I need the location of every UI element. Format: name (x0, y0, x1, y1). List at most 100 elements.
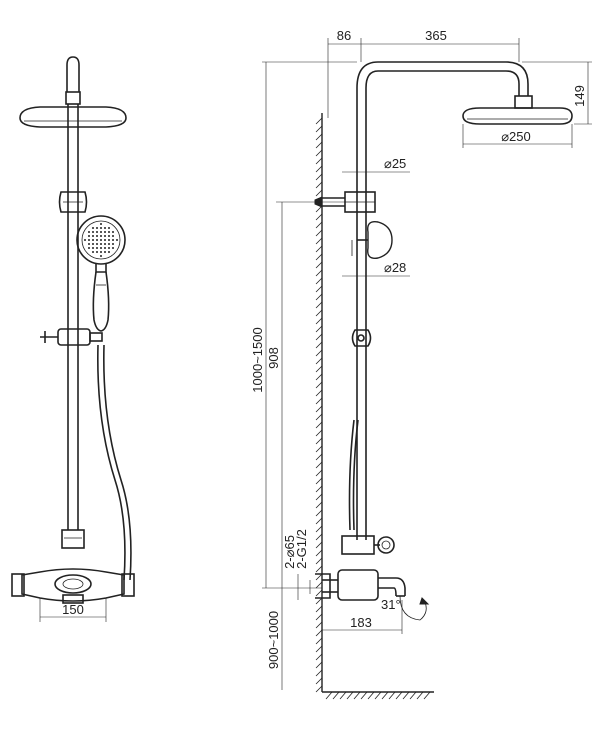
spray-dot (88, 239, 90, 241)
hatch-line (315, 301, 323, 309)
hatch-line (315, 157, 323, 165)
spray-dot (108, 231, 110, 233)
hatch-line (315, 317, 323, 325)
dim-angle-31: 31° (381, 597, 401, 612)
hatch-line (353, 691, 361, 700)
hatch-line (374, 691, 382, 700)
hatch-line (315, 165, 323, 173)
hatch-line (315, 381, 323, 389)
spray-dot (112, 235, 114, 237)
spray-dot (116, 239, 118, 241)
spray-dot (100, 247, 102, 249)
spray-dot (92, 227, 94, 229)
mixer-body-front (21, 568, 125, 602)
hatch-line (315, 653, 323, 661)
hatch-line (315, 453, 323, 461)
hatch-line (315, 333, 323, 341)
hatch-line (315, 485, 323, 493)
spray-dot (100, 231, 102, 233)
hatch-line (315, 549, 323, 557)
spray-dot (92, 231, 94, 233)
dim-width-86: 86 (337, 28, 351, 43)
diverter-front (61, 529, 85, 549)
hatch-line (315, 229, 323, 237)
hatch-line (315, 645, 323, 653)
hatch-line (315, 213, 323, 221)
hatch-line (315, 277, 323, 285)
dim-length-183: 183 (350, 615, 372, 630)
mixer-body-side (337, 569, 379, 601)
hatch-line (315, 221, 323, 229)
spray-dot (88, 243, 90, 245)
dim-height-900-1000: 900~1000 (266, 611, 281, 669)
hatch-line (315, 413, 323, 421)
dim-height-908: 908 (266, 347, 281, 369)
hatch-line (315, 189, 323, 197)
hatch-line (315, 613, 323, 621)
riser-top-cap (66, 56, 80, 92)
hatch-line (315, 133, 323, 141)
hatch-line (315, 493, 323, 501)
hatch-line (339, 691, 347, 700)
spray-dot (96, 231, 98, 233)
hatch-line (332, 691, 340, 700)
hatch-line (315, 405, 323, 413)
diverter-side (341, 535, 375, 555)
hatch-line (423, 691, 431, 700)
hatch-line (315, 397, 323, 405)
spray-dot (108, 227, 110, 229)
spray-dot (108, 247, 110, 249)
hatch-line (315, 173, 323, 181)
spray-dot (108, 239, 110, 241)
hatch-line (315, 125, 323, 133)
spray-dot (88, 247, 90, 249)
hatch-line (395, 691, 403, 700)
spray-dot (104, 227, 106, 229)
hatch-line (315, 245, 323, 253)
spray-dot (96, 227, 98, 229)
hatch-line (402, 691, 410, 700)
hand-shower-side (367, 221, 393, 259)
hose-side (348, 419, 355, 531)
spray-dot (104, 247, 106, 249)
spray-dot (84, 239, 86, 241)
hatch-line (315, 429, 323, 437)
hatch-line (315, 357, 323, 365)
hatch-line (346, 691, 354, 700)
hatch-line (315, 389, 323, 397)
dim-dia-250: ⌀250 (501, 129, 531, 144)
spray-dot (96, 251, 98, 253)
left-end-cap (11, 573, 25, 597)
spray-dot (104, 235, 106, 237)
hatch-line (315, 445, 323, 453)
dim-width-150: 150 (62, 602, 84, 617)
hatch-line (315, 581, 323, 589)
hatch-line (325, 691, 333, 700)
hatch-line (315, 525, 323, 533)
head-shower-side (462, 107, 573, 125)
side-view: 31° 86 365 149 ⌀250 ⌀25 ⌀28 1000~1500 90… (250, 28, 592, 700)
spray-dot (112, 239, 114, 241)
spray-dot (108, 235, 110, 237)
hatch-line (388, 691, 396, 700)
hand-shower-front (76, 215, 126, 265)
dim-dia-65: 2-⌀65 (282, 535, 297, 569)
hatch-line (315, 149, 323, 157)
right-end-cap (121, 573, 135, 597)
hatch-line (315, 605, 323, 613)
diverter-knob (377, 536, 395, 554)
hatch-line (315, 469, 323, 477)
hatch-line (315, 293, 323, 301)
hatch-line (315, 669, 323, 677)
spray-dot (92, 235, 94, 237)
mid-holder-side (351, 329, 372, 347)
hatch-line (315, 237, 323, 245)
spray-dot (100, 255, 102, 257)
hatch-line (315, 677, 323, 685)
hatch-line (315, 565, 323, 573)
hatch-line (315, 373, 323, 381)
spray-dot (112, 243, 114, 245)
hatch-line (315, 421, 323, 429)
front-view: 150 (11, 56, 135, 622)
